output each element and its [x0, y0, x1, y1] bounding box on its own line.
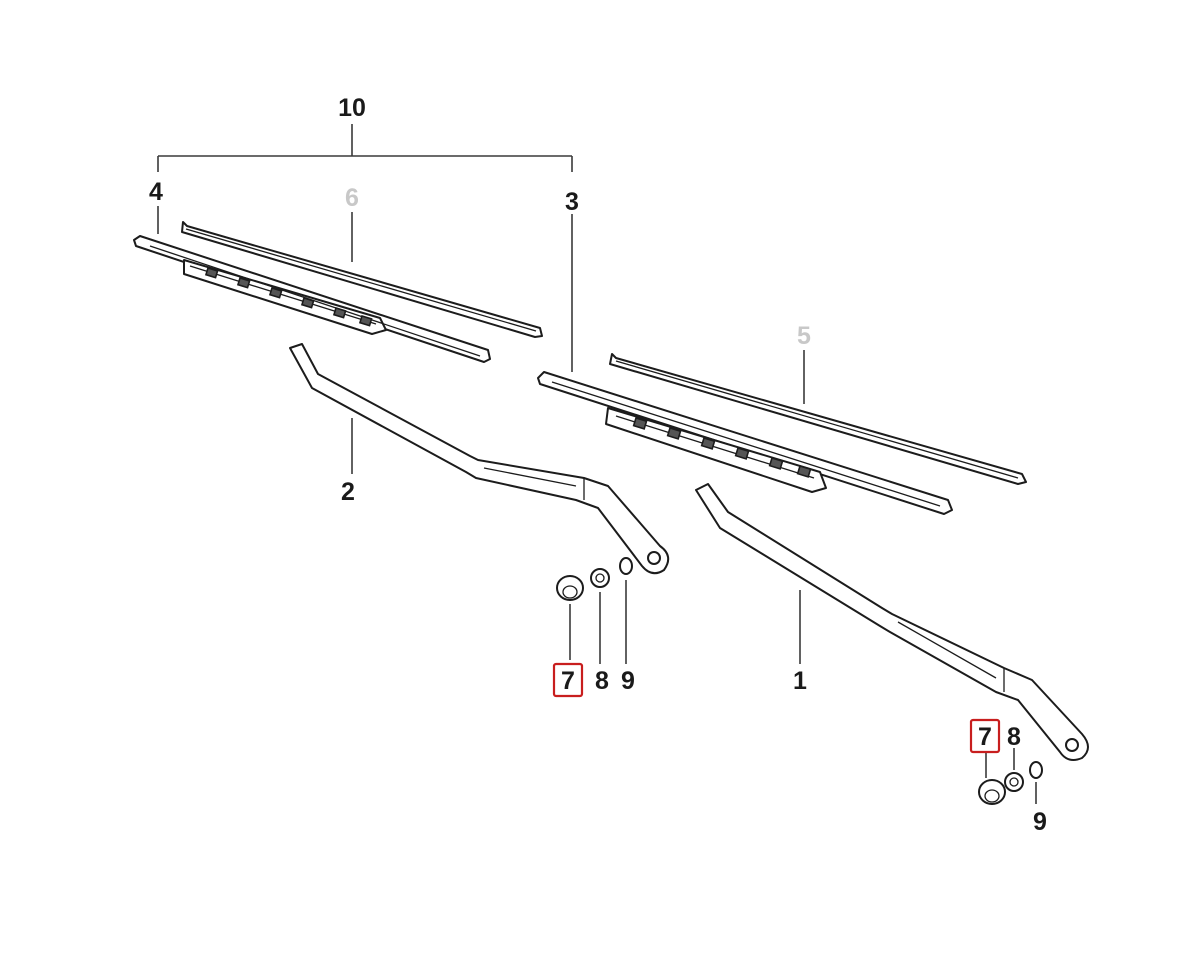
callout-5: 5	[797, 322, 811, 350]
kit-bracket	[157, 124, 573, 172]
callout-8-left: 8	[595, 667, 609, 695]
wiper-blade-left	[133, 235, 491, 363]
highlight-box-7-right	[969, 718, 1001, 754]
wiper-blade-right	[537, 371, 953, 515]
highlight-box-7-left	[552, 662, 584, 698]
cap-7-left	[556, 575, 584, 601]
callout-2: 2	[341, 478, 355, 506]
washer-9-left	[619, 557, 633, 575]
wiper-refill-right	[609, 353, 1027, 485]
callout-9-right: 9	[1033, 808, 1047, 836]
nut-8-right	[1004, 772, 1024, 792]
callout-9-left: 9	[621, 667, 635, 695]
nut-8-left	[590, 568, 610, 588]
callout-6: 6	[345, 184, 359, 212]
callout-4: 4	[149, 178, 163, 206]
callout-3: 3	[565, 188, 579, 216]
callout-1: 1	[793, 667, 807, 695]
cap-7-right	[978, 779, 1006, 805]
leader-lines	[157, 206, 1037, 804]
callout-7-right: 7	[978, 723, 992, 751]
callout-10: 10	[338, 94, 366, 122]
callout-7-left: 7	[561, 667, 575, 695]
callout-8-right: 8	[1007, 723, 1021, 751]
wiper-arm-left	[289, 343, 670, 575]
wiper-refill-left	[181, 221, 543, 338]
washer-9-right	[1029, 761, 1043, 779]
wiper-arm-right	[695, 483, 1089, 761]
